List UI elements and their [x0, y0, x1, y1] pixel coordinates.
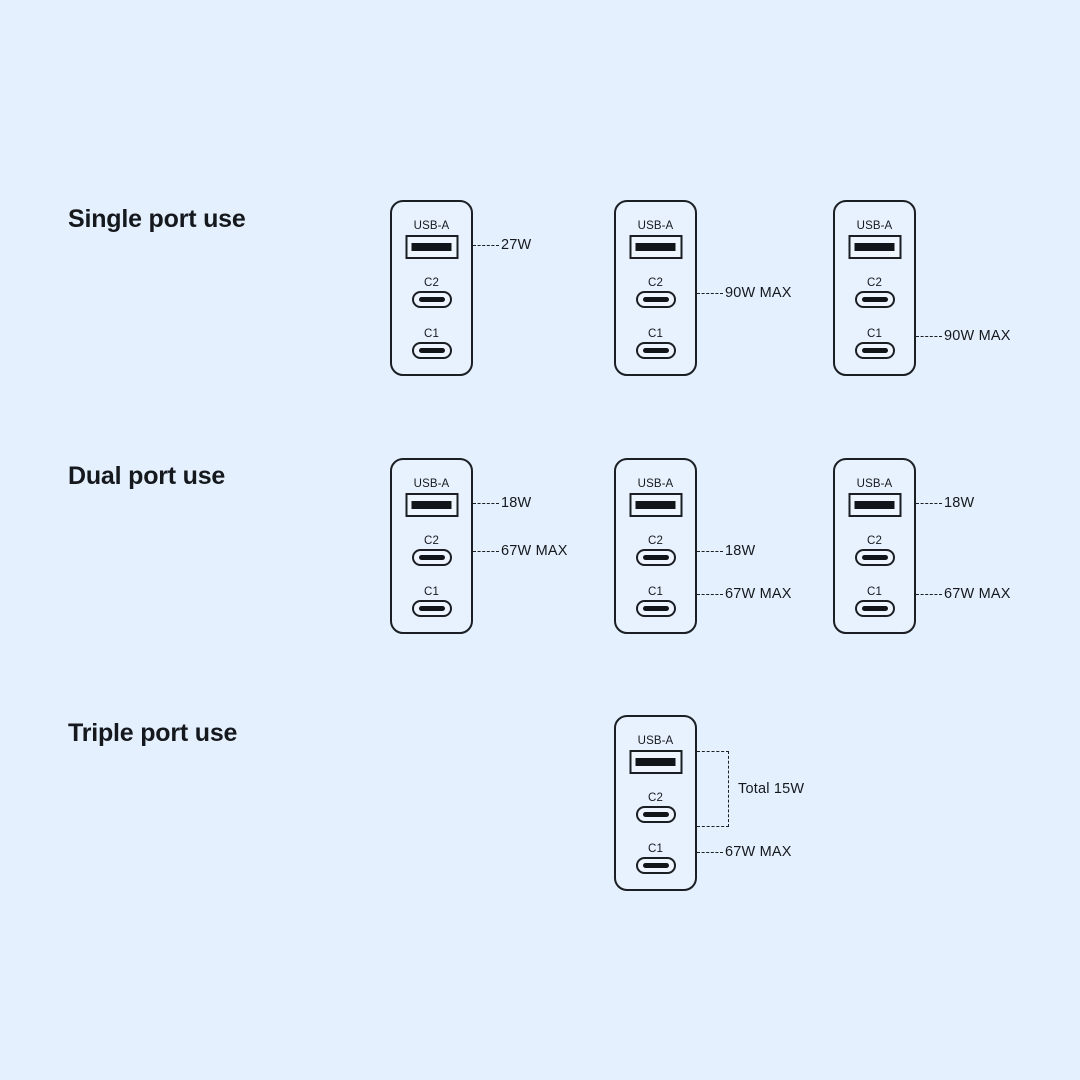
charger-triple-all: USB-A C2 C1 [614, 715, 697, 891]
leader-line-icon [473, 550, 499, 552]
callout-single-c2-90w: 90W MAX [697, 284, 792, 302]
callout-single-c1-90w: 90W MAX [916, 327, 1011, 345]
port-label-c1: C1 [648, 843, 663, 855]
callout-label: 18W [944, 495, 975, 511]
usbc-port-c2-icon [854, 291, 895, 308]
usbc-port-c2-icon [411, 549, 452, 566]
usba-port-icon [405, 235, 458, 259]
port-label-usba: USB-A [637, 735, 674, 747]
charger-single-usba: USB-A C2 C1 [390, 200, 473, 376]
port-label-usba: USB-A [637, 220, 674, 232]
usbc-port-c1-icon [635, 342, 676, 359]
section-title-triple-port-use: Triple port use [68, 719, 238, 747]
callout-dual-usba-18w: 18W [473, 494, 531, 512]
leader-line-icon [697, 550, 723, 552]
usbc-port-c1-icon [854, 600, 895, 617]
bracket-icon [697, 751, 729, 827]
callout-label: Total 15W [738, 781, 805, 797]
port-label-c2: C2 [867, 535, 882, 547]
leader-line-icon [697, 292, 723, 294]
leader-line-icon [916, 593, 942, 595]
port-label-c1: C1 [648, 586, 663, 598]
usbc-port-c1-icon [635, 857, 676, 874]
charger-dual-c2-c1: USB-A C2 C1 [614, 458, 697, 634]
callout-label: 18W [725, 543, 756, 559]
leader-line-icon [473, 244, 499, 246]
charger-dual-usba-c2: USB-A C2 C1 [390, 458, 473, 634]
usba-port-icon [848, 235, 901, 259]
port-label-c2: C2 [424, 277, 439, 289]
port-label-c2: C2 [867, 277, 882, 289]
callout-single-usba-27w: 27W [473, 236, 531, 254]
callout-label: 67W MAX [501, 543, 568, 559]
port-label-c1: C1 [648, 328, 663, 340]
port-label-usba: USB-A [856, 478, 893, 490]
callout-label: 27W [501, 237, 532, 253]
port-label-c1: C1 [867, 328, 882, 340]
callout-label: 67W MAX [725, 586, 792, 602]
usba-port-icon [629, 235, 682, 259]
callout-triple-total-15w: Total 15W [697, 751, 804, 827]
callout-label: 67W MAX [725, 844, 792, 860]
usba-port-icon [629, 750, 682, 774]
charger-single-c2: USB-A C2 C1 [614, 200, 697, 376]
port-label-usba: USB-A [856, 220, 893, 232]
callout-label: 90W MAX [725, 285, 792, 301]
usbc-port-c2-icon [854, 549, 895, 566]
port-label-c1: C1 [867, 586, 882, 598]
port-label-c1: C1 [424, 586, 439, 598]
port-label-c2: C2 [424, 535, 439, 547]
port-label-c2: C2 [648, 792, 663, 804]
callout-label: 67W MAX [944, 586, 1011, 602]
usbc-port-c1-icon [854, 342, 895, 359]
usba-port-icon [405, 493, 458, 517]
port-label-usba: USB-A [413, 478, 450, 490]
callout-dual-c1-67w: 67W MAX [697, 585, 792, 603]
port-label-c1: C1 [424, 328, 439, 340]
callout-label: 90W MAX [944, 328, 1011, 344]
callout-dual3-usba-18w: 18W [916, 494, 974, 512]
usbc-port-c2-icon [411, 291, 452, 308]
usba-port-icon [848, 493, 901, 517]
usbc-port-c1-icon [635, 600, 676, 617]
leader-line-icon [916, 502, 942, 504]
usbc-port-c1-icon [411, 342, 452, 359]
usbc-port-c1-icon [411, 600, 452, 617]
section-title-dual-port-use: Dual port use [68, 462, 226, 490]
usbc-port-c2-icon [635, 806, 676, 823]
leader-line-icon [697, 593, 723, 595]
port-label-c2: C2 [648, 277, 663, 289]
usba-port-icon [629, 493, 682, 517]
callout-dual-c2-67w: 67W MAX [473, 542, 568, 560]
leader-line-icon [697, 851, 723, 853]
port-label-c2: C2 [648, 535, 663, 547]
callout-triple-c1-67w: 67W MAX [697, 843, 792, 861]
leader-line-icon [473, 502, 499, 504]
charger-single-c1: USB-A C2 C1 [833, 200, 916, 376]
usbc-port-c2-icon [635, 549, 676, 566]
section-title-single-port-use: Single port use [68, 205, 246, 233]
leader-line-icon [916, 335, 942, 337]
usbc-port-c2-icon [635, 291, 676, 308]
callout-dual-c2-18w: 18W [697, 542, 755, 560]
charger-dual-usba-c1: USB-A C2 C1 [833, 458, 916, 634]
port-label-usba: USB-A [637, 478, 674, 490]
callout-label: 18W [501, 495, 532, 511]
port-label-usba: USB-A [413, 220, 450, 232]
callout-dual3-c1-67w: 67W MAX [916, 585, 1011, 603]
